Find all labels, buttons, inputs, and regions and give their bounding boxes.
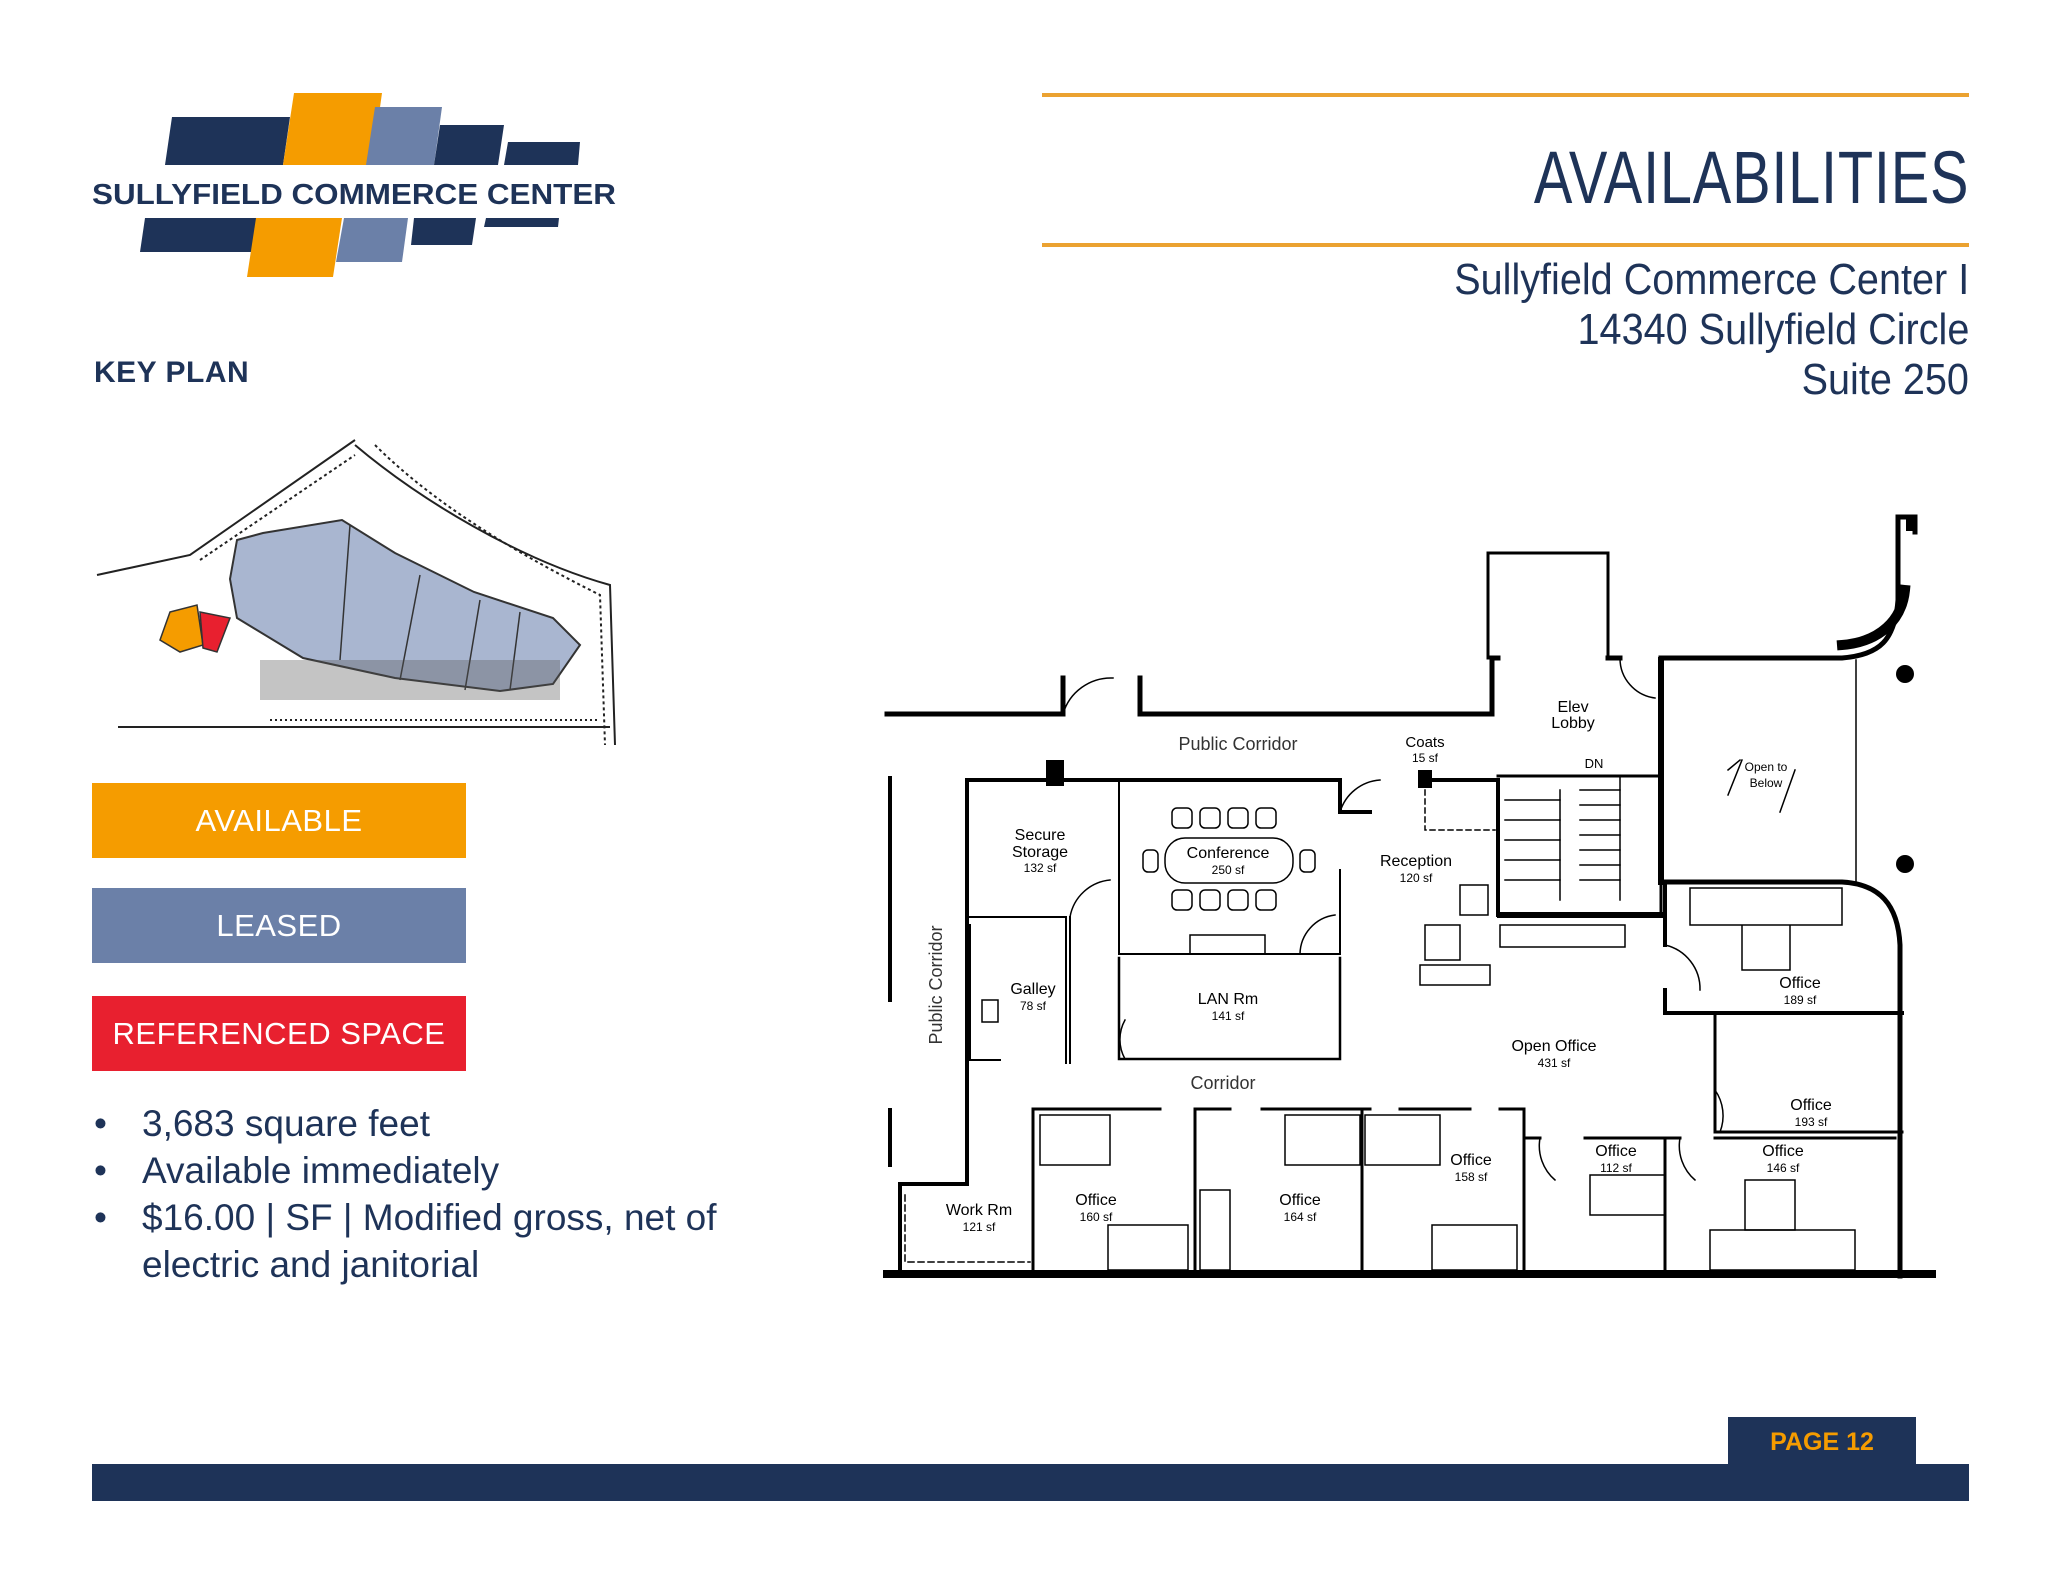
room-office-112: Office bbox=[1595, 1143, 1637, 1160]
label-dn: DN bbox=[1585, 756, 1604, 771]
legend-available: AVAILABLE bbox=[92, 783, 466, 858]
svg-text:193 sf: 193 sf bbox=[1795, 1115, 1828, 1129]
bottom-rule bbox=[1042, 243, 1969, 247]
svg-text:132 sf: 132 sf bbox=[1024, 861, 1057, 875]
address-line-3: Suite 250 bbox=[1801, 355, 1969, 404]
room-coats: Coats bbox=[1405, 734, 1444, 751]
legend-leased: LEASED bbox=[92, 888, 466, 963]
room-office-193: Office bbox=[1790, 1097, 1832, 1114]
room-office-160: Office bbox=[1075, 1192, 1117, 1209]
room-office-164: Office bbox=[1279, 1192, 1321, 1209]
referenced-space bbox=[199, 611, 232, 653]
room-elev-lobby: Elev bbox=[1557, 699, 1588, 716]
key-plan-label: KEY PLAN bbox=[94, 356, 250, 389]
svg-text:189 sf: 189 sf bbox=[1784, 993, 1817, 1007]
room-secure-storage: Secure bbox=[1015, 827, 1066, 844]
footer-bar bbox=[92, 1464, 1969, 1501]
available-space bbox=[159, 604, 204, 653]
room-galley: Galley bbox=[1010, 981, 1055, 998]
bullet-rate: $16.00 | SF | Modified gross, net of ele… bbox=[92, 1194, 762, 1288]
label-public-corridor-side: Public Corridor bbox=[926, 925, 946, 1044]
svg-text:78 sf: 78 sf bbox=[1020, 999, 1047, 1013]
key-plan-map bbox=[92, 430, 632, 760]
room-lan: LAN Rm bbox=[1198, 991, 1258, 1008]
top-rule bbox=[1042, 93, 1969, 97]
svg-text:112 sf: 112 sf bbox=[1600, 1161, 1632, 1175]
bullet-square-feet: 3,683 square feet bbox=[92, 1100, 762, 1147]
page-number: PAGE 12 bbox=[1728, 1417, 1916, 1467]
room-office-158: Office bbox=[1450, 1152, 1492, 1169]
svg-text:15 sf: 15 sf bbox=[1412, 751, 1439, 765]
leased-building bbox=[228, 518, 582, 693]
room-work-rm: Work Rm bbox=[946, 1202, 1012, 1219]
room-open-office: Open Office bbox=[1511, 1038, 1596, 1055]
room-office-146: Office bbox=[1762, 1143, 1804, 1160]
svg-text:141 sf: 141 sf bbox=[1212, 1009, 1245, 1023]
logo: SULLYFIELD COMMERCE CENTER bbox=[88, 88, 628, 288]
label-open-to: Open to bbox=[1745, 760, 1788, 774]
svg-text:Storage: Storage bbox=[1012, 844, 1068, 861]
address-line-1: Sullyfield Commerce Center I bbox=[1454, 255, 1969, 304]
floor-plan: Public Corridor Public Corridor Corridor… bbox=[880, 505, 1940, 1290]
room-labels: Public Corridor Public Corridor Corridor… bbox=[926, 699, 1832, 1234]
label-corridor: Corridor bbox=[1190, 1073, 1255, 1093]
bullet-availability: Available immediately bbox=[92, 1147, 762, 1194]
feature-list: 3,683 square feet Available immediately … bbox=[92, 1100, 762, 1288]
address-line-2: 14340 Sullyfield Circle bbox=[1577, 305, 1969, 354]
svg-text:Lobby: Lobby bbox=[1551, 715, 1595, 732]
svg-text:160 sf: 160 sf bbox=[1080, 1210, 1113, 1224]
svg-text:164 sf: 164 sf bbox=[1284, 1210, 1317, 1224]
logo-text: SULLYFIELD COMMERCE CENTER bbox=[92, 179, 616, 211]
logo-graphic: SULLYFIELD COMMERCE CENTER bbox=[92, 93, 616, 277]
label-public-corridor: Public Corridor bbox=[1178, 734, 1297, 754]
room-reception: Reception bbox=[1380, 853, 1452, 870]
legend-referenced-space: REFERENCED SPACE bbox=[92, 996, 466, 1071]
svg-text:120 sf: 120 sf bbox=[1400, 871, 1433, 885]
svg-text:121 sf: 121 sf bbox=[963, 1220, 996, 1234]
svg-text:158 sf: 158 sf bbox=[1455, 1170, 1488, 1184]
room-office-189: Office bbox=[1779, 975, 1821, 992]
room-conference: Conference bbox=[1187, 845, 1270, 862]
svg-text:146 sf: 146 sf bbox=[1767, 1161, 1800, 1175]
walls bbox=[883, 514, 1936, 1279]
svg-text:431 sf: 431 sf bbox=[1538, 1056, 1571, 1070]
svg-text:250 sf: 250 sf bbox=[1212, 863, 1245, 877]
label-below: Below bbox=[1750, 776, 1783, 790]
page-title: AVAILABILITIES bbox=[1533, 136, 1969, 219]
